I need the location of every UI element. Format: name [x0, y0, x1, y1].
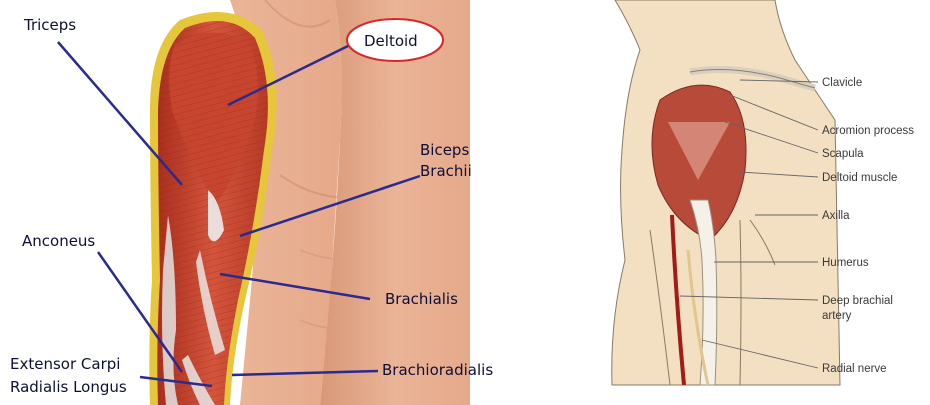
- label-extensor-1: Extensor Carpi: [10, 355, 120, 373]
- label-scapula: Scapula: [822, 148, 864, 160]
- label-triceps: Triceps: [23, 16, 76, 34]
- label-biceps-1: Biceps: [420, 141, 469, 159]
- arm-muscles-svg: Triceps Deltoid Biceps Brachii Anconeus …: [0, 0, 525, 405]
- arm-muscles-illustration: Triceps Deltoid Biceps Brachii Anconeus …: [0, 0, 525, 405]
- label-biceps-2: Brachii: [420, 162, 472, 180]
- shoulder-anatomy-svg: Clavicle Acromion process Scapula Deltoi…: [590, 0, 930, 405]
- shoulder-anatomy-illustration: Clavicle Acromion process Scapula Deltoi…: [590, 0, 930, 405]
- label-radial-nerve: Radial nerve: [822, 363, 887, 375]
- label-humerus: Humerus: [822, 257, 869, 269]
- label-acromion: Acromion process: [822, 125, 914, 137]
- label-anconeus: Anconeus: [22, 232, 95, 250]
- label-brachialis: Brachialis: [385, 290, 458, 308]
- label-axilla: Axilla: [822, 210, 850, 222]
- label-clavicle: Clavicle: [822, 77, 862, 89]
- label-brachioradialis: Brachioradialis: [382, 361, 493, 379]
- label-deep-brachial-2: artery: [822, 310, 852, 322]
- label-deltoid-muscle: Deltoid muscle: [822, 172, 897, 184]
- label-deep-brachial-1: Deep brachial: [822, 295, 893, 307]
- label-extensor-2: Radialis Longus: [10, 378, 127, 396]
- label-deltoid: Deltoid: [364, 32, 418, 50]
